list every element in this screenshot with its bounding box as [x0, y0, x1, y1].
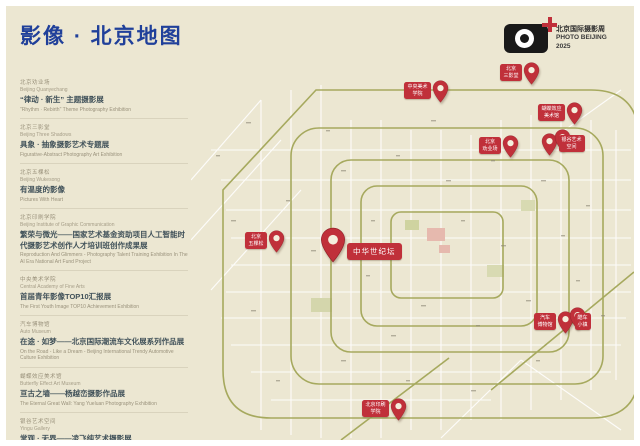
- venue-name-cn: 北京劝业场: [20, 80, 51, 86]
- exhibition-title-en: Pictures With Heart: [20, 196, 64, 203]
- logo-year: 2025: [556, 43, 571, 51]
- venue-name-cn: 银谷艺术空间: [20, 419, 57, 425]
- exhibition-title-en: "Rhythm · Rebirth" Theme Photography Exh…: [20, 106, 132, 113]
- venue-name-cn: 北京印刷学院: [20, 215, 57, 222]
- logo-cn: 北京国际摄影周: [556, 26, 605, 34]
- venue-name-en: Beijing Quanyechang: [20, 87, 68, 93]
- exhibition-title-en: Reproduction And Glimmers - Photography …: [20, 252, 188, 265]
- venue-name-cn: 北京五棵松: [20, 170, 51, 177]
- exhibition-title-cn: “律动 · 新生” 主题摄影展: [20, 95, 104, 104]
- poster: 影像 · 北京地图 北京国际摄影周 PHOTO BEIJING 2025: [6, 6, 634, 440]
- venue-name-cn: 蝴蝶效应美术馆: [20, 373, 63, 380]
- venue-name-cn: 汽车博物馆: [20, 322, 51, 329]
- venue-name-cn: 北京三影堂: [20, 125, 51, 132]
- venue-name-en: Central Academy of Fine Arts: [20, 284, 85, 291]
- venue-name-en: Beijing Institute of Graphic Communicati…: [20, 222, 115, 229]
- venue-name-en: Butterfly Effect Art Museum: [20, 380, 81, 387]
- exhibition-title-cn: 首届青年影像TOP10汇报展: [20, 292, 112, 302]
- exhibition-title-cn: 常观 · 无界——凌飞纯艺术摄影展: [20, 434, 132, 440]
- venue-name-en: Beijing Three Shadows: [20, 132, 72, 139]
- venue-name-en: Yingu Gallery: [20, 426, 50, 432]
- logo-text: 北京国际摄影周 PHOTO BEIJING 2025: [556, 25, 607, 52]
- venue-name-en: Auto Museum: [20, 329, 51, 336]
- camera-lens-icon: [515, 29, 534, 48]
- exhibition-title-en: The First Youth Image TOP10 Achievement …: [20, 303, 140, 310]
- exhibition-title-en: The Eternal Great Wall: Yang Yueluan Pho…: [20, 400, 157, 407]
- camera-icon: [504, 17, 557, 53]
- venue-name-en: Beijing Wukesong: [20, 177, 60, 184]
- plus-icon: [542, 17, 557, 32]
- exhibition-title-cn: 繁荣与微光——国家艺术基金资助项目人工智能时代摄影艺术创作人才培训班创作成果展: [20, 230, 185, 250]
- exhibition-title-cn: 在途 · 如梦——北京国际潮流车文化展系列作品展: [20, 337, 185, 347]
- poster-title: 影像 · 北京地图: [20, 25, 183, 48]
- photo-beijing-logo: 北京国际摄影周 PHOTO BEIJING 2025: [504, 17, 607, 53]
- beijing-road-map: [191, 60, 634, 440]
- exhibition-title-cn: 具象 · 抽象摄影艺术专题展: [20, 140, 110, 150]
- exhibition-title-en: Figurative-Abstract Photography Art Exhi…: [20, 151, 123, 158]
- exhibition-title-en: On the Road - Like a Dream - Beijing Int…: [20, 348, 174, 362]
- exhibition-title-cn: 有温度的影像: [20, 185, 65, 195]
- venue-name-cn: 中央美术学院: [20, 277, 57, 284]
- exhibition-title-cn: 亘古之墙——杨越峦摄影作品展: [20, 388, 125, 398]
- logo-en: PHOTO BEIJING: [556, 34, 607, 42]
